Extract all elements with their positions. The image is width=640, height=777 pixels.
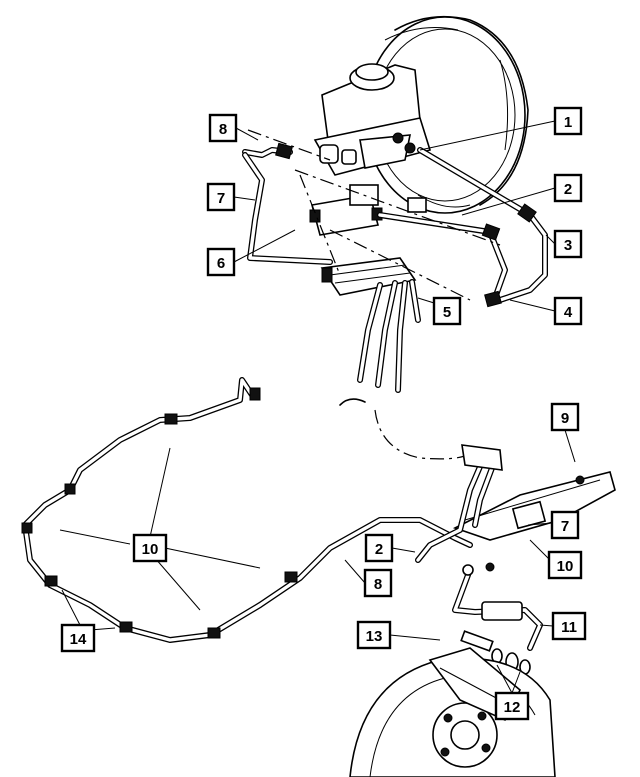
junction-block: [320, 257, 417, 296]
callout-13: 13: [356, 620, 392, 650]
master-cylinder: [313, 63, 432, 176]
break-symbol: [339, 398, 476, 460]
brake-flex-hose: [452, 562, 543, 651]
callout-label: 12: [504, 699, 521, 716]
brake-booster: [364, 15, 529, 214]
callout-label: 8: [219, 121, 227, 138]
callout-6: 6: [206, 247, 236, 277]
callout-label: 8: [374, 576, 382, 593]
callout-label: 11: [561, 619, 577, 636]
callout-7-lower: 7: [550, 510, 580, 540]
callout-label: 9: [561, 410, 569, 427]
callout-label: 10: [557, 558, 574, 575]
callout-2-upper: 2: [553, 173, 583, 203]
callout-label: 14: [70, 631, 87, 648]
callout-10-right: 10: [547, 550, 583, 580]
callout-8-upper: 8: [208, 113, 238, 143]
callout-label: 2: [375, 541, 383, 558]
frame-rail: [415, 444, 616, 563]
callout-11: 11: [551, 611, 587, 641]
callout-5: 5: [432, 296, 462, 326]
callout-label: 6: [217, 255, 225, 272]
callout-label: 13: [366, 628, 383, 645]
callout-4: 4: [553, 296, 583, 326]
callout-label: 2: [564, 181, 572, 198]
callout-10-left: 10: [132, 533, 168, 563]
callout-label: 5: [443, 304, 451, 321]
leader-lines: [59, 120, 576, 694]
callout-8-lower: 8: [363, 568, 393, 598]
callout-label: 7: [217, 190, 225, 207]
callout-12: 12: [494, 691, 530, 721]
callout-label: 1: [564, 114, 572, 131]
callout-label: 10: [142, 541, 159, 558]
upper-brake-tubes: [242, 142, 548, 393]
callout-2-lower: 2: [364, 533, 394, 563]
callout-1: 1: [553, 106, 583, 136]
callout-label: 7: [561, 518, 569, 535]
callout-label: 3: [564, 237, 572, 254]
callout-3: 3: [553, 229, 583, 259]
callout-7-upper: 7: [206, 182, 236, 212]
callout-9: 9: [550, 402, 580, 432]
assembly-guide-lines: [247, 129, 501, 301]
callout-label: 4: [564, 304, 573, 321]
chassis-brake-line: [21, 377, 473, 643]
callout-14: 14: [60, 623, 96, 653]
